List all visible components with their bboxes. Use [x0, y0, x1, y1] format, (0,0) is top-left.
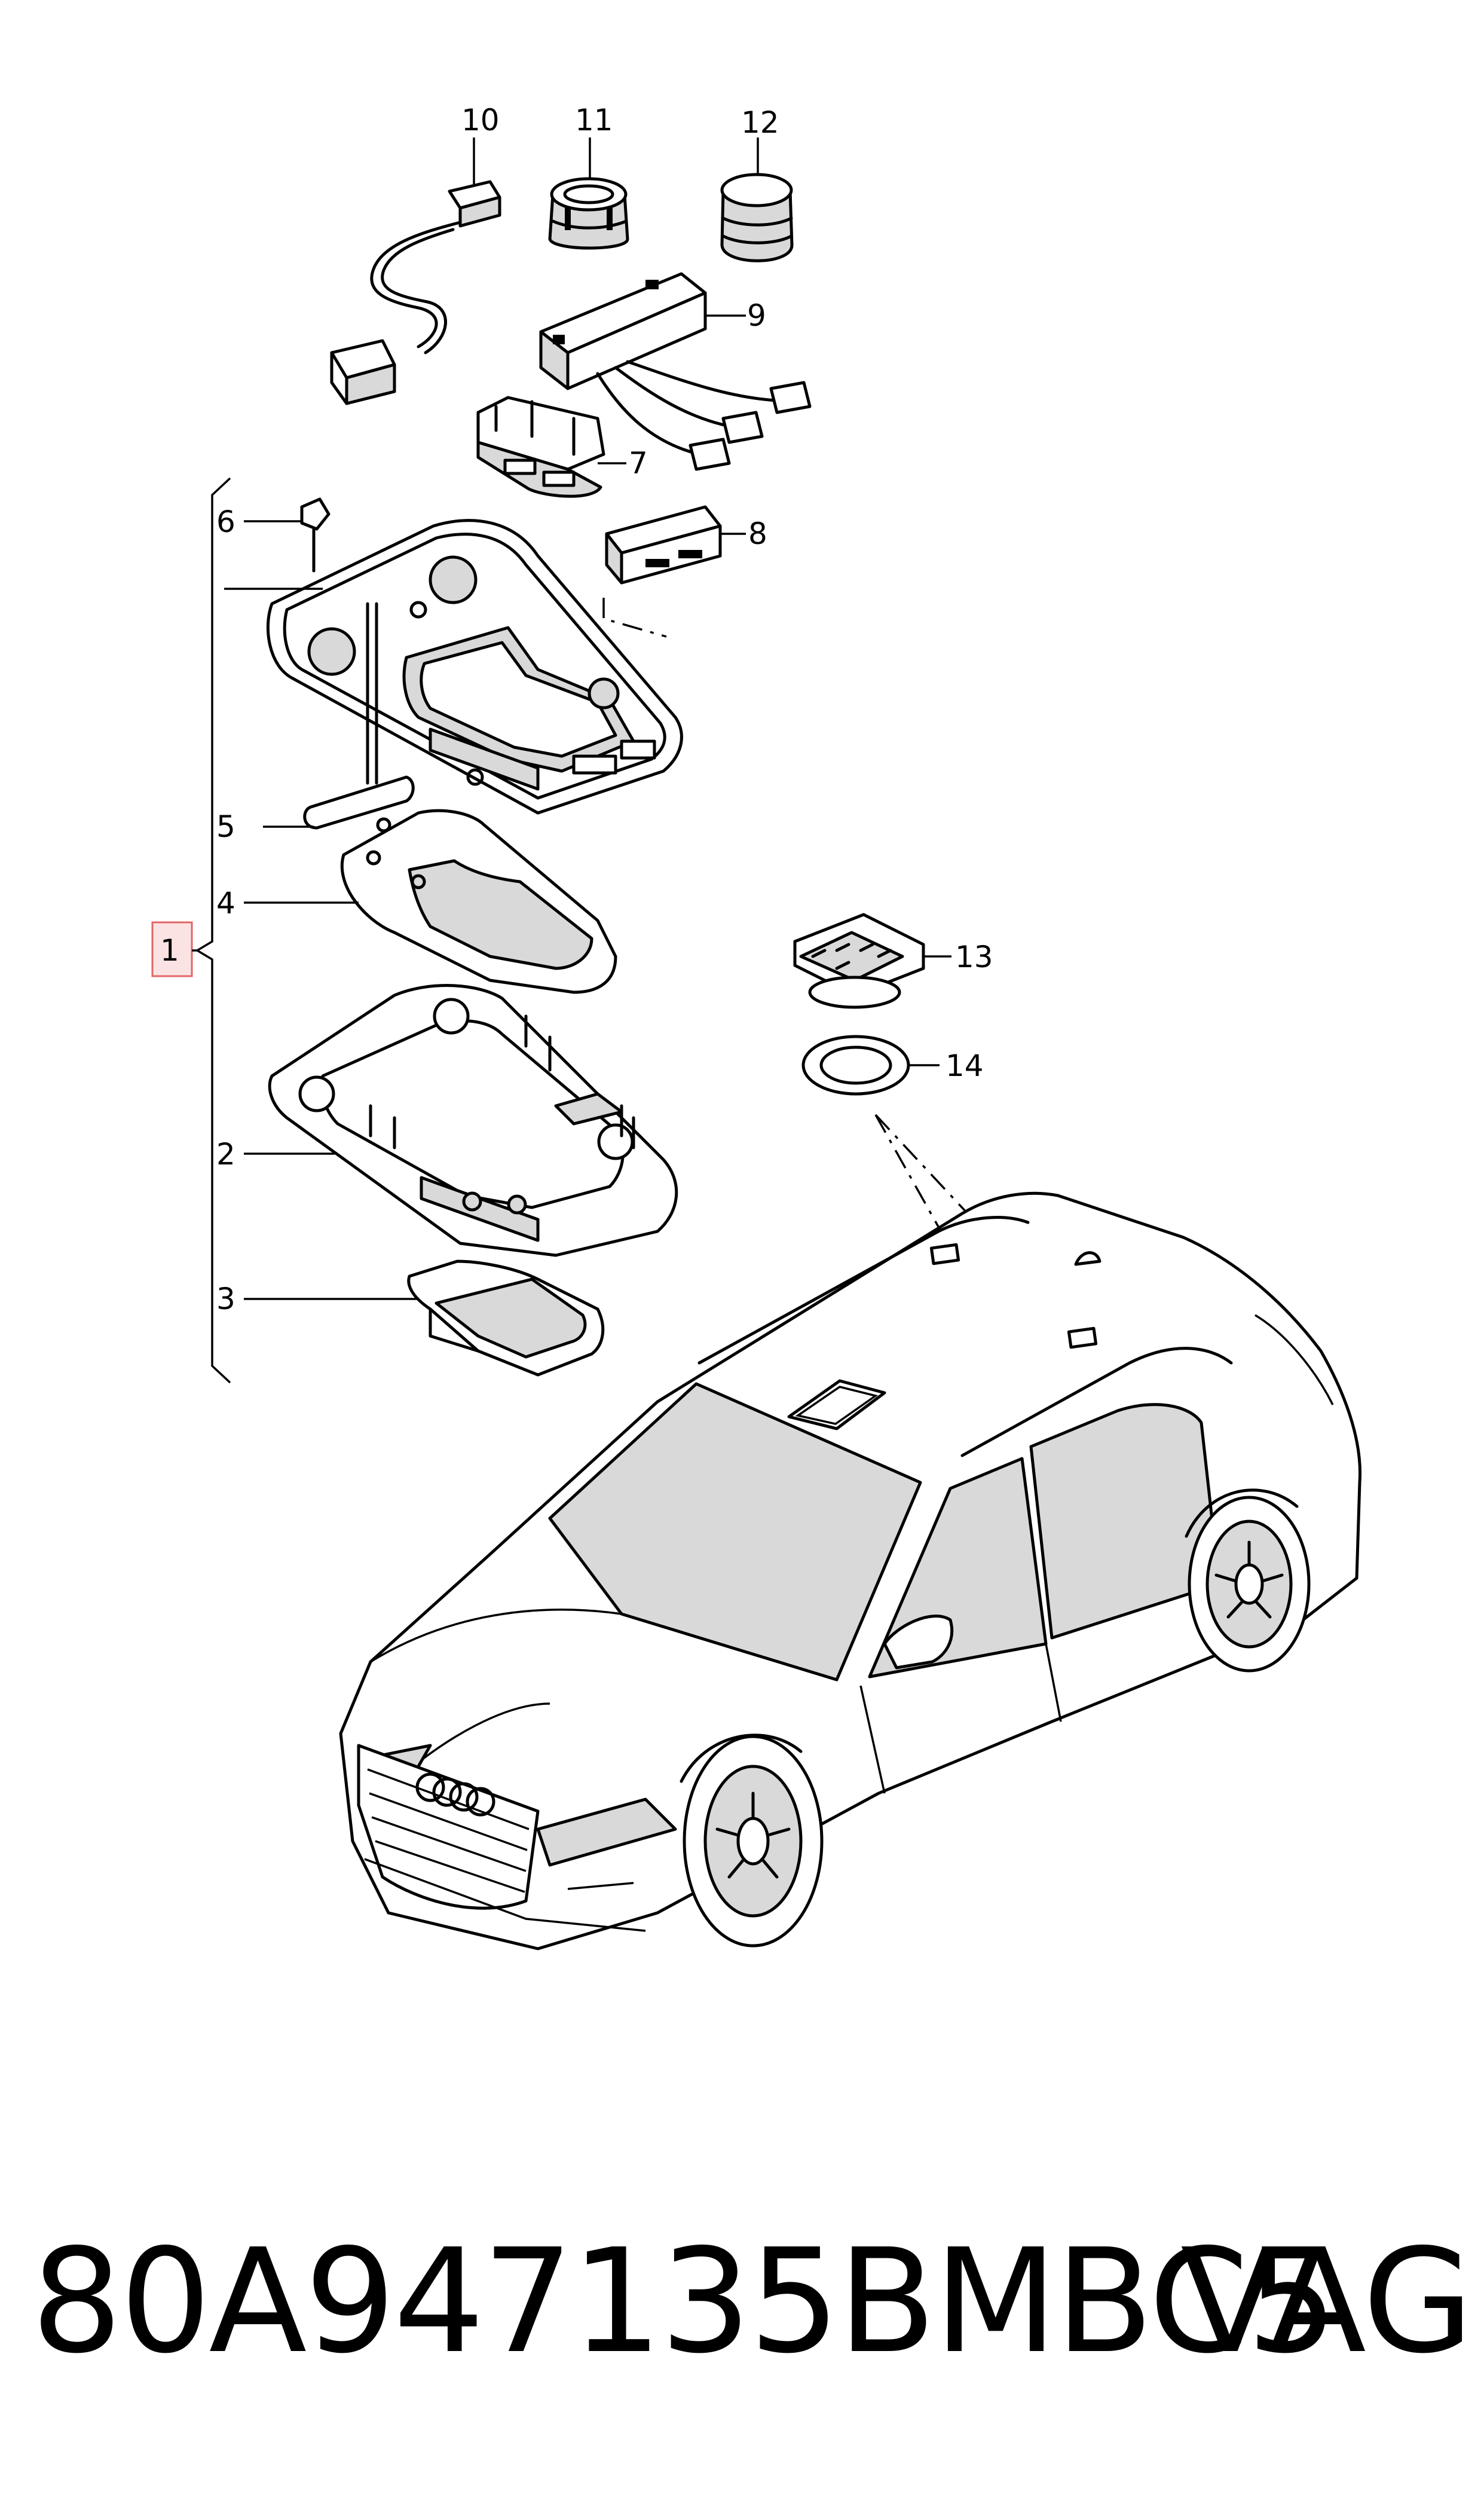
callout-14[interactable]: 14 [946, 1048, 984, 1083]
part-2-console-frame [244, 984, 678, 1257]
part-number-footer: 80A947135BMBC5 VAG [0, 2212, 1484, 2391]
callout-13[interactable]: 13 [955, 940, 993, 974]
part-number: 80A947135BMBC5 [31, 2218, 1338, 2385]
part-5-strip [263, 775, 415, 830]
part-9-control-module [539, 272, 812, 471]
assembly-1-bracket [151, 477, 231, 1384]
part-8-switch-unit [602, 505, 746, 638]
front-wheel [680, 1734, 824, 1948]
part-10-cable-harness [330, 137, 501, 405]
part-12-lamp-housing [720, 137, 794, 262]
roof-console-housing [224, 519, 683, 815]
vehicle-outline [339, 1191, 1362, 1951]
callout-4[interactable]: 4 [216, 886, 235, 921]
callout-6[interactable]: 6 [216, 505, 235, 539]
callout-10[interactable]: 10 [461, 103, 500, 137]
callout-8[interactable]: 8 [748, 516, 767, 551]
rear-wheel [1185, 1488, 1311, 1673]
callout-9[interactable]: 9 [747, 298, 766, 333]
part-4-mounting-plate [244, 809, 617, 994]
callout-11[interactable]: 11 [575, 103, 613, 137]
callout-5[interactable]: 5 [216, 809, 235, 844]
four-rings-logo [415, 1772, 495, 1817]
brand-name: VAG [1180, 2218, 1474, 2385]
part-13-sensor-unit [793, 913, 951, 1009]
callout-2[interactable]: 2 [216, 1137, 235, 1172]
part-11-lamp-socket [548, 137, 629, 250]
part-6-clip [244, 497, 331, 573]
part-3-handle [244, 1259, 605, 1377]
callout-3[interactable]: 3 [216, 1282, 235, 1316]
callout-7[interactable]: 7 [629, 446, 648, 481]
callout-12[interactable]: 12 [741, 105, 779, 140]
part-7-switch-bracket [476, 396, 626, 498]
callout-labels: 10 11 12 9 7 8 6 5 4 1 13 14 2 3 [160, 103, 993, 1316]
callout-1[interactable]: 1 [160, 933, 179, 968]
